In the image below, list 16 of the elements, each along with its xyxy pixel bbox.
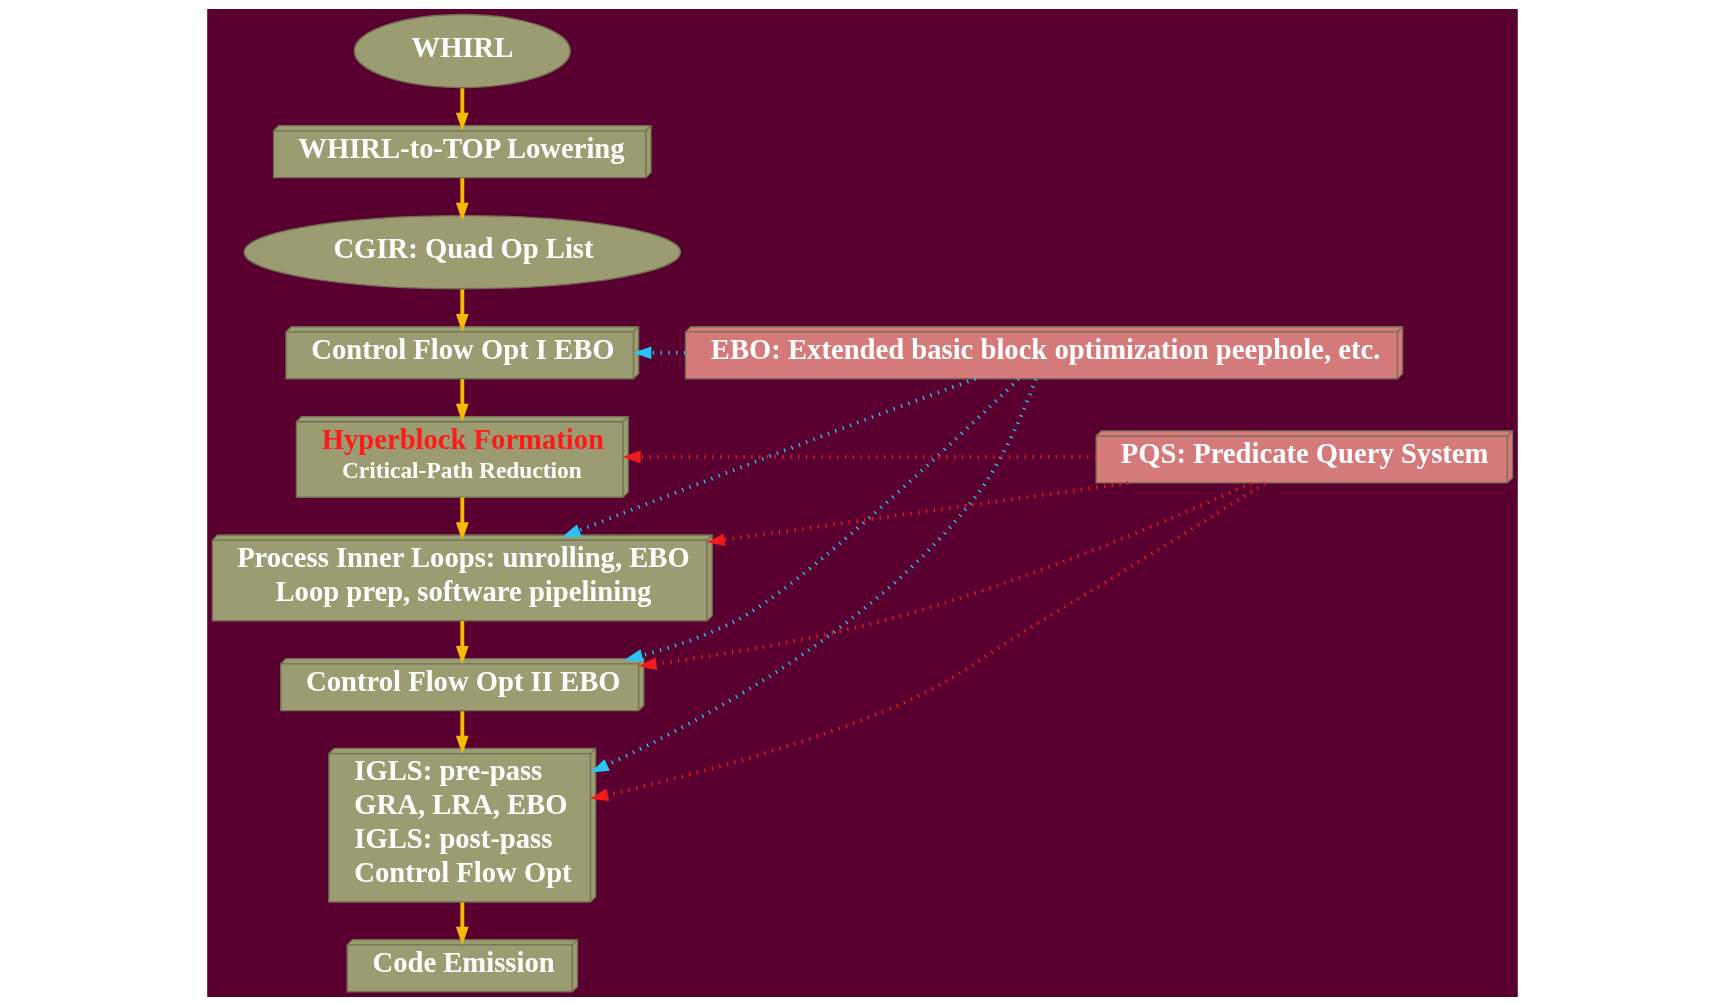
arrow: [455, 496, 469, 541]
arrow: [455, 620, 469, 664]
arrow: [455, 87, 469, 131]
arrow: [561, 376, 976, 537]
arrow: [455, 288, 469, 332]
arrow: [632, 345, 685, 359]
arrow: [706, 480, 1129, 546]
arrow: [455, 177, 469, 221]
node-ellipse: CGIR: Quad Op List: [242, 214, 681, 289]
node-ellipse: WHIRL: [353, 13, 571, 88]
arrow: [622, 450, 1096, 463]
arrow: [589, 481, 1266, 801]
arrow: [455, 901, 469, 945]
arrow: [590, 377, 1037, 773]
arrow: [455, 378, 469, 422]
arrow: [455, 710, 469, 754]
